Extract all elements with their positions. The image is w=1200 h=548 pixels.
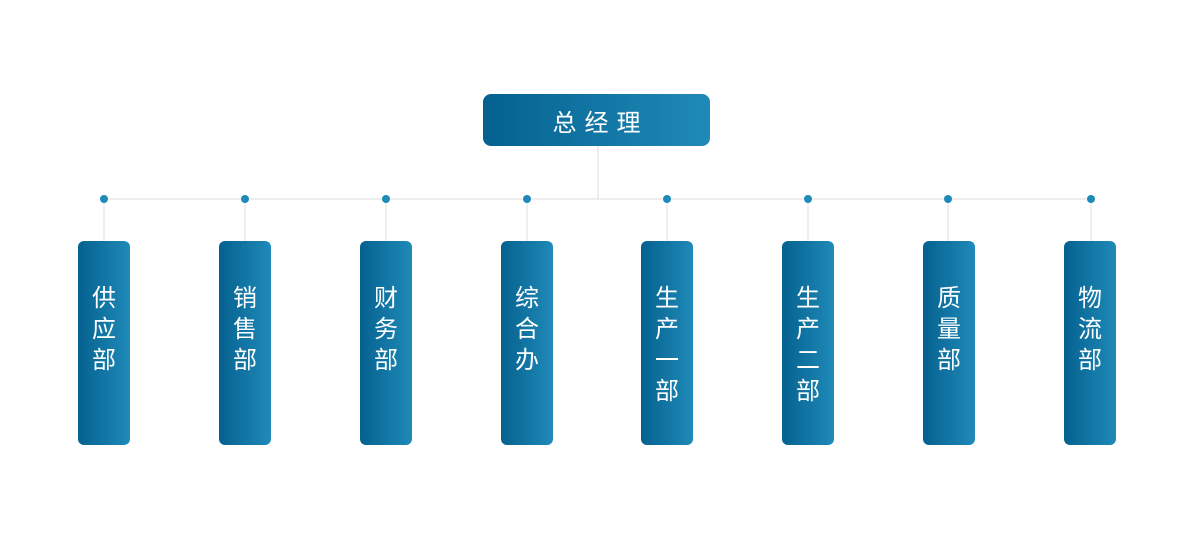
department-node-quality: 质量部 xyxy=(923,241,975,445)
department-node-general-office: 综合办 xyxy=(501,241,553,445)
connector-dot-0 xyxy=(100,195,108,203)
connector-dot-7 xyxy=(1087,195,1095,203)
department-label: 综合办 xyxy=(515,284,539,374)
department-node-production-2: 生产二部 xyxy=(782,241,834,445)
department-node-sales: 销售部 xyxy=(219,241,271,445)
department-label: 财务部 xyxy=(374,284,398,374)
connector-dot-6 xyxy=(944,195,952,203)
connector-dot-5 xyxy=(804,195,812,203)
department-node-logistics: 物流部 xyxy=(1064,241,1116,445)
department-label: 质量部 xyxy=(937,284,961,374)
general-manager-label: 总经理 xyxy=(552,108,649,137)
general-manager-node: 总经理 xyxy=(483,94,710,146)
connector-dot-3 xyxy=(523,195,531,203)
department-node-supply: 供应部 xyxy=(78,241,130,445)
department-label: 供应部 xyxy=(92,284,116,374)
department-label: 生产二部 xyxy=(796,284,820,405)
connector-dot-1 xyxy=(241,195,249,203)
connector-dot-4 xyxy=(663,195,671,203)
department-label: 物流部 xyxy=(1078,284,1102,374)
department-node-finance: 财务部 xyxy=(360,241,412,445)
connector-dot-2 xyxy=(382,195,390,203)
department-label: 生产一部 xyxy=(655,284,679,405)
department-label: 销售部 xyxy=(233,284,257,374)
department-node-production-1: 生产一部 xyxy=(641,241,693,445)
